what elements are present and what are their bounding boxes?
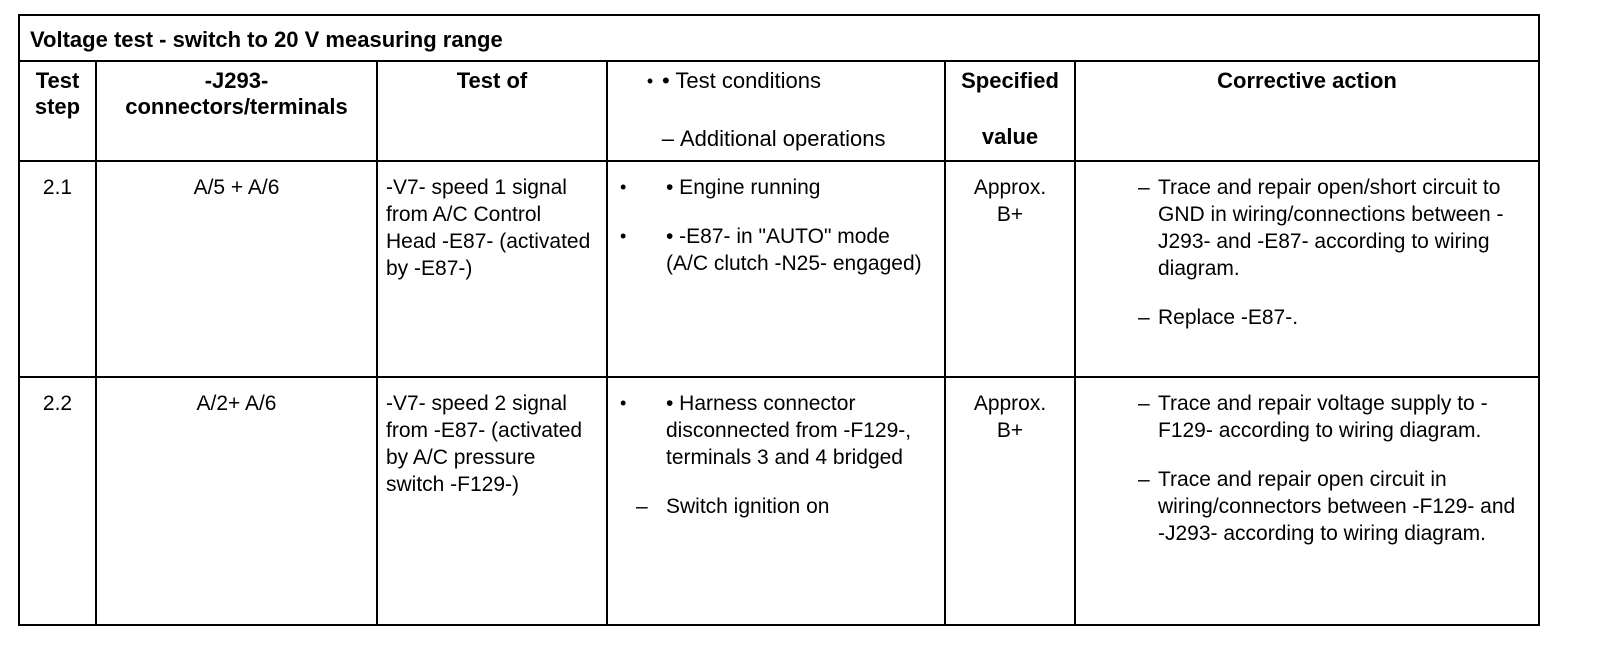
action-item: – Replace -E87-.: [1138, 304, 1522, 331]
row-conditions: • • Harness connector disconnected from …: [606, 376, 946, 626]
condition-text: Switch ignition on: [666, 495, 830, 518]
table-row: 2.2 A/2+ A/6 -V7- speed 2 signal from -E…: [18, 376, 1541, 626]
dash-icon: –: [661, 126, 674, 151]
row-test-of: -V7- speed 1 signal from A/C Control Hea…: [376, 160, 608, 378]
action-text: Trace and repair voltage supply to -F129…: [1158, 392, 1488, 442]
header-test-step: Test step: [18, 60, 97, 162]
row-corrective-action: – Trace and repair open/short circuit to…: [1073, 160, 1541, 378]
condition-text: • Harness connector disconnected from -F…: [666, 392, 912, 469]
row-connectors: A/5 + A/6: [95, 160, 378, 378]
row-test-of: -V7- speed 2 signal from -E87- (activate…: [376, 376, 608, 626]
header-corrective-label: Corrective action: [1217, 68, 1397, 93]
header-connectors-label: -J293- connectors/terminals: [125, 68, 348, 119]
action-item: – Trace and repair voltage supply to -F1…: [1138, 390, 1522, 444]
row-conditions: • • Engine running • • -E87- in "AUTO" m…: [606, 160, 946, 378]
action-item: – Trace and repair open/short circuit to…: [1138, 174, 1522, 282]
header-specified-top: Specified: [961, 68, 1059, 93]
specified-value-text: Approx. B+: [973, 392, 1047, 442]
header-specified-bottom: value: [981, 124, 1039, 149]
table-title: Voltage test - switch to 20 V measuring …: [17, 14, 1541, 62]
header-test-of-label: Test of: [456, 68, 528, 93]
condition-text: • Engine running: [666, 176, 821, 199]
header-corrective-action: Corrective action: [1073, 60, 1541, 162]
header-connectors: -J293- connectors/terminals: [95, 60, 378, 162]
table-row: 2.1 A/5 + A/6 -V7- speed 1 signal from A…: [18, 160, 1541, 378]
action-text: Replace -E87-.: [1158, 306, 1299, 329]
condition-item: – Switch ignition on: [636, 493, 934, 520]
bullet-icon: •: [620, 393, 627, 413]
condition-item: • • -E87- in "AUTO" mode (A/C clutch -N2…: [620, 223, 934, 277]
header-conditions-bullet-label: • Test conditions: [662, 68, 821, 93]
row-step: 2.2: [18, 376, 97, 626]
dash-icon: –: [636, 495, 648, 518]
action-item: – Trace and repair open circuit in wirin…: [1138, 466, 1522, 547]
row-specified-value: Approx. B+: [944, 160, 1076, 378]
voltage-test-table: Voltage test - switch to 20 V measuring …: [17, 14, 1541, 626]
bullet-icon: •: [646, 71, 654, 91]
bullet-icon: •: [620, 226, 627, 246]
header-test-of: Test of: [376, 60, 608, 162]
header-conditions: • • Test conditions – Additional operati…: [606, 60, 946, 162]
row-corrective-action: – Trace and repair voltage supply to -F1…: [1073, 376, 1541, 626]
condition-item: • • Engine running: [620, 174, 934, 201]
action-text: Trace and repair open/short circuit to G…: [1158, 176, 1504, 280]
header-test-step-label: Test step: [34, 68, 81, 119]
header-conditions-dash-label: Additional operations: [680, 126, 886, 151]
condition-text: • -E87- in "AUTO" mode (A/C clutch -N25-…: [666, 225, 922, 275]
specified-value-text: Approx. B+: [973, 176, 1047, 226]
row-specified-value: Approx. B+: [944, 376, 1076, 626]
action-text: Trace and repair open circuit in wiring/…: [1158, 468, 1516, 545]
row-step: 2.1: [18, 160, 97, 378]
dash-icon: –: [1138, 392, 1150, 415]
dash-icon: –: [1138, 468, 1150, 491]
condition-item: • • Harness connector disconnected from …: [620, 390, 934, 471]
dash-icon: –: [1138, 176, 1150, 199]
row-connectors: A/2+ A/6: [95, 376, 378, 626]
bullet-icon: •: [620, 177, 627, 197]
dash-icon: –: [1138, 306, 1150, 329]
header-specified-value: Specified value: [944, 60, 1076, 162]
